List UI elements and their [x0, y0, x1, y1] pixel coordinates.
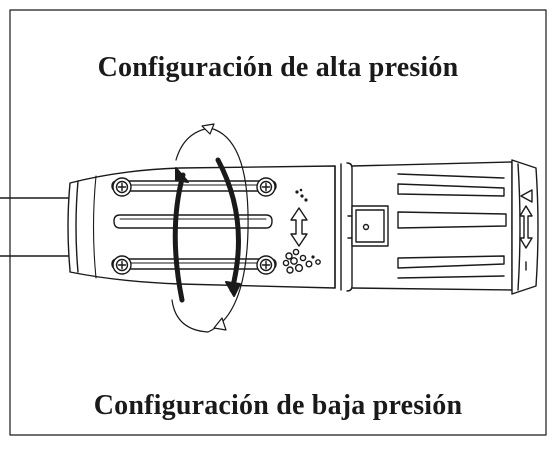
low-pressure-caption: Configuración de baja presión — [93, 390, 463, 421]
high-pressure-caption: Configuración de alta presión — [97, 52, 459, 83]
double-arrow-icon[interactable] — [519, 205, 533, 249]
screw-icon — [112, 177, 132, 197]
nozzle-rear-body — [67, 165, 336, 289]
grip-fins — [397, 173, 507, 279]
hose — [0, 197, 71, 257]
rotate-arrow-icon[interactable] — [171, 123, 249, 333]
middle-slot — [113, 214, 273, 229]
fine-spray-icon — [295, 188, 308, 202]
screw-icon — [256, 177, 276, 197]
screw-icon — [256, 255, 276, 275]
latch-lock[interactable] — [347, 205, 389, 247]
screw-icon — [112, 255, 132, 275]
double-arrow-icon[interactable] — [290, 207, 308, 247]
coarse-spray-icon — [282, 248, 321, 274]
